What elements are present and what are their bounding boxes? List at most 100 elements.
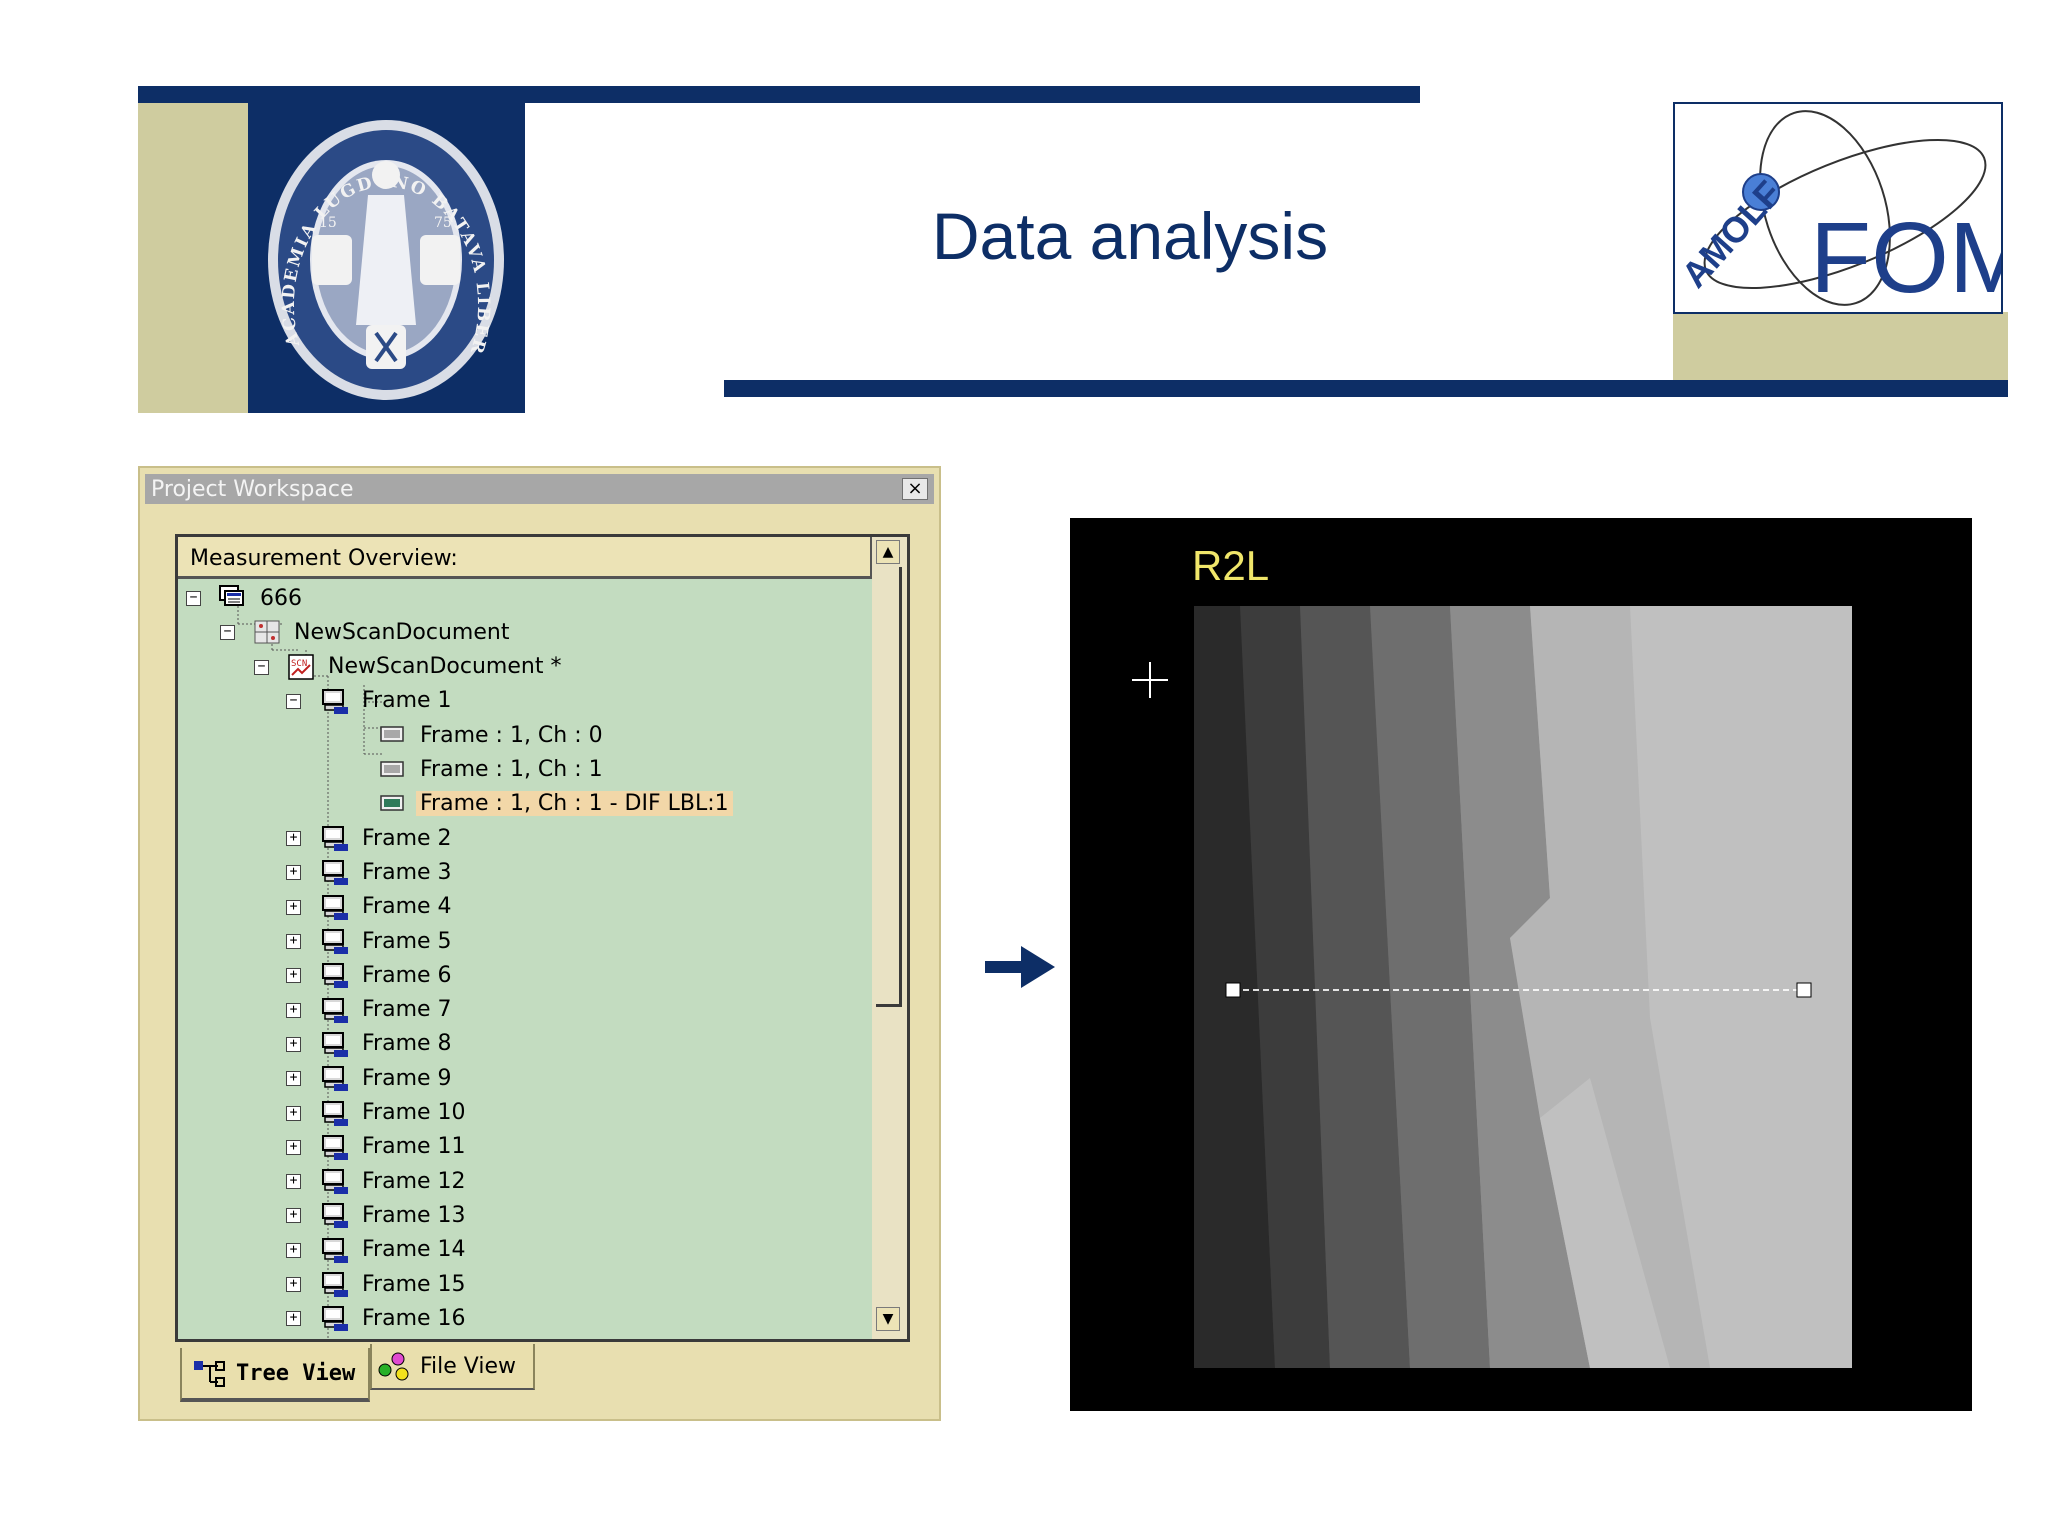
tree-item-label: Frame 1 bbox=[362, 688, 452, 714]
tree-item[interactable]: Frame 15 bbox=[320, 1269, 470, 1299]
tree-item[interactable]: Frame 11 bbox=[320, 1132, 470, 1162]
tree-item[interactable]: Frame : 1, Ch : 1 bbox=[378, 755, 607, 785]
tree-item[interactable]: Frame 8 bbox=[320, 1029, 456, 1059]
tree-item[interactable]: Frame 10 bbox=[320, 1098, 470, 1128]
tree-item[interactable]: 666 bbox=[218, 583, 306, 613]
tree-item-label: NewScanDocument * bbox=[328, 654, 562, 680]
frame-icon bbox=[320, 1167, 350, 1195]
frame-icon bbox=[320, 961, 350, 989]
tree-item[interactable]: Frame 2 bbox=[320, 823, 456, 853]
header-bar-top bbox=[138, 86, 1420, 103]
frame-icon bbox=[320, 1304, 350, 1332]
project-icon bbox=[218, 584, 248, 612]
frame-icon bbox=[320, 1201, 350, 1229]
amolf-fom-logo-icon: AMOLF FOM bbox=[1675, 110, 2001, 312]
measurement-tree-panel: Measurement Overview: −666−NewScanDocume… bbox=[175, 534, 910, 1342]
tree-item[interactable]: Frame 7 bbox=[320, 995, 456, 1025]
scroll-down-button[interactable]: ▼ bbox=[876, 1307, 900, 1331]
profile-handle-start[interactable] bbox=[1225, 982, 1241, 998]
tree-item-label: Frame 3 bbox=[362, 859, 452, 885]
frame-icon bbox=[320, 996, 350, 1024]
tree-expander[interactable]: + bbox=[286, 1105, 301, 1121]
tab-file-view[interactable]: File View bbox=[370, 1344, 535, 1390]
frame-icon bbox=[320, 1270, 350, 1298]
tree-item[interactable]: Frame 16 bbox=[320, 1303, 470, 1333]
tree-item[interactable]: Frame 5 bbox=[320, 926, 456, 956]
tree-scrollbar[interactable]: ▲ ▼ bbox=[872, 537, 907, 1339]
tree-expander[interactable]: + bbox=[286, 1071, 301, 1087]
channel-color-icon bbox=[378, 790, 408, 818]
tree-item[interactable]: Frame 13 bbox=[320, 1200, 470, 1230]
tree-expander[interactable]: + bbox=[286, 1242, 301, 1258]
tree-item-label: Frame 9 bbox=[362, 1065, 452, 1091]
tree-item-label: Frame : 1, Ch : 1 bbox=[420, 757, 603, 782]
tree-item-label: NewScanDocument bbox=[294, 619, 510, 645]
scroll-up-button[interactable]: ▲ bbox=[876, 540, 900, 564]
tree-view-icon bbox=[194, 1361, 225, 1387]
svg-text:15: 15 bbox=[319, 215, 337, 231]
tree-expander[interactable]: + bbox=[286, 831, 301, 847]
tree-expander[interactable]: − bbox=[186, 591, 201, 606]
tree-expander[interactable]: + bbox=[286, 1208, 301, 1224]
tree-item-label: Frame 10 bbox=[362, 1100, 466, 1125]
profile-handle-end[interactable] bbox=[1796, 982, 1812, 998]
frame-icon bbox=[320, 1030, 350, 1058]
tree-item[interactable]: NewScanDocument bbox=[252, 617, 513, 647]
channel-icon bbox=[378, 721, 408, 749]
tree-expander[interactable]: + bbox=[286, 934, 301, 949]
tree-item[interactable]: Frame 12 bbox=[320, 1166, 470, 1196]
tree-expander[interactable]: − bbox=[254, 659, 269, 675]
tree-expander[interactable]: − bbox=[286, 693, 301, 709]
tree-expander[interactable]: + bbox=[286, 1311, 301, 1327]
tree-expander[interactable]: + bbox=[286, 1174, 301, 1190]
tree-expander[interactable]: + bbox=[286, 1036, 301, 1052]
frame-icon bbox=[320, 858, 350, 886]
tree-expander[interactable]: + bbox=[286, 899, 301, 915]
tree-item[interactable]: Frame 3 bbox=[320, 857, 456, 887]
tree-item-label: Frame 11 bbox=[362, 1134, 466, 1160]
svg-text:AMOLF: AMOLF bbox=[1675, 173, 1789, 296]
tree-item[interactable]: Frame 4 bbox=[320, 892, 456, 922]
tab-tree-view-label: Tree View bbox=[236, 1360, 356, 1386]
tree-expander[interactable]: + bbox=[286, 1139, 301, 1155]
frame-icon bbox=[320, 927, 350, 955]
tree-item-label: Frame 5 bbox=[362, 928, 452, 954]
tree-item[interactable]: Frame 9 bbox=[320, 1063, 456, 1093]
tree-item-label: 666 bbox=[260, 585, 302, 611]
frame-icon bbox=[320, 687, 350, 715]
tree-item[interactable]: Frame : 1, Ch : 1 - DIF LBL:1 bbox=[378, 789, 733, 819]
arrow-right-icon bbox=[985, 946, 1055, 988]
tree-item[interactable]: Frame : 1, Ch : 0 bbox=[378, 720, 607, 750]
frame-icon bbox=[320, 1099, 350, 1127]
tree-expander[interactable]: + bbox=[286, 865, 301, 881]
project-workspace-window: Project Workspace × Measurement Overview… bbox=[138, 466, 941, 1421]
channel-icon bbox=[378, 756, 408, 784]
tree-item[interactable]: Frame 1 bbox=[320, 686, 456, 716]
frame-icon bbox=[320, 893, 350, 921]
tree-item-label: Frame 16 bbox=[362, 1305, 466, 1331]
tree-expander[interactable]: − bbox=[220, 625, 235, 641]
scan-image bbox=[1132, 606, 1852, 1368]
scan-image-view[interactable]: R2L bbox=[1070, 518, 1972, 1411]
scan-grid-icon bbox=[252, 618, 282, 646]
university-seal: 15 75 ACADEMIA LUGDUNO BATAVA LIBERTATIS… bbox=[248, 103, 525, 413]
university-seal-icon: 15 75 ACADEMIA LUGDUNO BATAVA LIBERTATIS… bbox=[248, 103, 504, 400]
tab-tree-view[interactable]: Tree View bbox=[180, 1348, 370, 1402]
tree-expander[interactable]: + bbox=[286, 1002, 301, 1018]
tree-item[interactable]: Frame 14 bbox=[320, 1235, 470, 1265]
workspace-titlebar[interactable]: Project Workspace × bbox=[145, 474, 934, 504]
tree-item[interactable]: Frame 6 bbox=[320, 960, 456, 990]
scroll-thumb[interactable] bbox=[876, 567, 902, 1007]
close-button[interactable]: × bbox=[902, 478, 928, 500]
tree-expander[interactable]: + bbox=[286, 1277, 301, 1292]
logo-khaki-block bbox=[1673, 312, 2008, 380]
tree-item-label: Frame 8 bbox=[362, 1031, 452, 1057]
tree-item-label: Frame : 1, Ch : 1 - DIF LBL:1 bbox=[416, 791, 733, 817]
tree-expander[interactable]: + bbox=[286, 968, 301, 984]
crosshair-icon[interactable] bbox=[1132, 662, 1168, 698]
tree-item-label: Frame 13 bbox=[362, 1202, 466, 1228]
tree-item-label: Frame 15 bbox=[362, 1271, 466, 1297]
header-khaki-block bbox=[138, 103, 248, 413]
tree-item-label: Frame 6 bbox=[362, 962, 452, 988]
